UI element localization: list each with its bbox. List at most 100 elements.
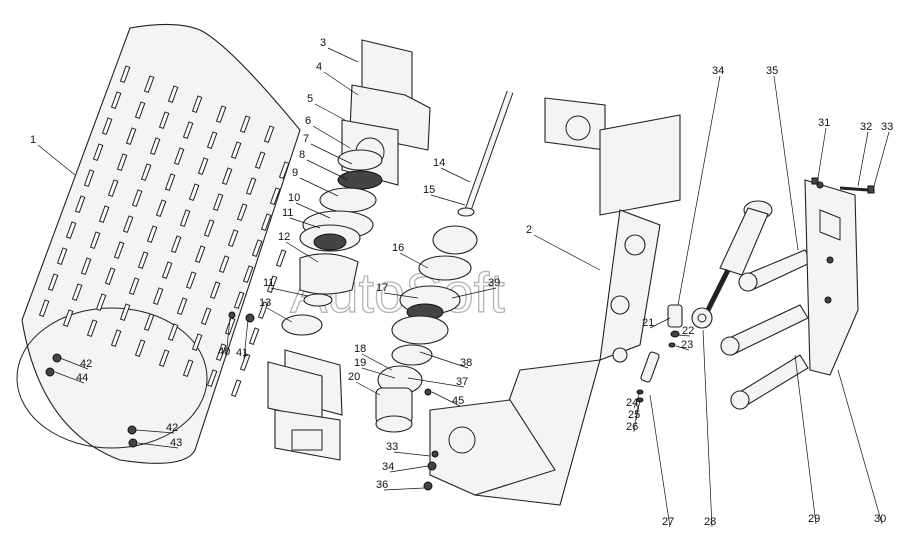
leader-line xyxy=(649,317,671,329)
drum-slot xyxy=(134,339,146,358)
drum-slot xyxy=(122,215,134,234)
drum-slot xyxy=(179,209,191,228)
drum-slot xyxy=(83,169,95,188)
drum-slot xyxy=(263,125,275,144)
leader-line xyxy=(323,71,359,96)
drum-slot xyxy=(62,309,74,328)
drum-slot xyxy=(230,141,242,160)
callout-44: 44 xyxy=(76,372,88,384)
drum-slot xyxy=(74,195,86,214)
leader-line xyxy=(59,357,89,370)
callout-28: 28 xyxy=(704,516,716,528)
drum-slot xyxy=(107,179,119,198)
leader-line xyxy=(857,131,869,187)
callout-9: 9 xyxy=(292,167,298,179)
leader-line xyxy=(225,317,231,358)
callout-30: 30 xyxy=(874,513,886,525)
drum-slot xyxy=(161,261,173,280)
leader-line xyxy=(295,202,331,219)
drum-slot xyxy=(254,151,266,170)
drum-slot xyxy=(215,343,227,362)
drum-slot xyxy=(71,283,83,302)
leader-line xyxy=(327,47,359,63)
callout-3: 3 xyxy=(320,37,326,49)
leader-line xyxy=(794,354,817,525)
drum-slot xyxy=(167,323,179,342)
drum-slot xyxy=(143,75,155,94)
leader-line xyxy=(635,399,641,421)
drum-slot xyxy=(200,307,212,326)
drum-slot xyxy=(269,187,281,206)
mounting-plate xyxy=(804,179,859,376)
hydraulic-motor xyxy=(375,365,423,433)
drum-slot xyxy=(125,127,137,146)
leader-line xyxy=(440,167,471,183)
drum-slot xyxy=(98,205,110,224)
drum-slot xyxy=(158,111,170,130)
drum-slot xyxy=(224,317,236,336)
drum-slot xyxy=(239,115,251,134)
callout-5: 5 xyxy=(307,93,313,105)
callout-31: 31 xyxy=(818,117,830,129)
leader-line xyxy=(289,217,321,229)
drum-slot xyxy=(266,275,278,294)
leader-line xyxy=(266,307,293,323)
callout-22: 22 xyxy=(682,325,694,337)
drum-slot xyxy=(92,143,104,162)
drum-slot xyxy=(278,161,290,180)
callout-35: 35 xyxy=(766,65,778,77)
leader-line xyxy=(383,487,425,491)
drum-slot xyxy=(209,281,221,300)
drum-slot xyxy=(206,369,218,388)
drum-slot xyxy=(80,257,92,276)
drum-slot xyxy=(236,203,248,222)
callout-21: 21 xyxy=(642,317,654,329)
leader-line xyxy=(312,125,351,149)
callout-1: 1 xyxy=(30,134,36,146)
drum-slot xyxy=(251,239,263,258)
drum-slot xyxy=(113,241,125,260)
bearing-stack xyxy=(281,149,383,336)
drum-slot xyxy=(146,225,158,244)
leader-line xyxy=(702,329,713,528)
leader-line xyxy=(361,353,393,371)
drum-slot xyxy=(110,329,122,348)
leader-line xyxy=(37,144,76,176)
callout-13: 13 xyxy=(259,297,271,309)
callout-23: 23 xyxy=(681,339,693,351)
callout-19: 19 xyxy=(354,357,366,369)
drum-slot xyxy=(158,349,170,368)
drum-slot xyxy=(119,303,131,322)
callout-20: 20 xyxy=(348,371,360,383)
leader-line xyxy=(270,287,309,297)
leader-line xyxy=(389,465,429,473)
callout-18: 18 xyxy=(354,343,366,355)
callout-11: 11 xyxy=(263,277,274,289)
leader-line xyxy=(817,127,827,179)
drum-slot xyxy=(230,379,242,398)
callout-17: 17 xyxy=(376,282,388,294)
drum-slot xyxy=(218,255,230,274)
small-parts xyxy=(636,304,713,403)
bolts-top-right xyxy=(811,177,875,194)
leader-line xyxy=(633,391,641,409)
drum-slot xyxy=(245,177,257,196)
leader-line xyxy=(837,369,883,525)
drum-slot xyxy=(143,313,155,332)
drum-slot xyxy=(197,157,209,176)
drum-slot xyxy=(275,249,287,268)
drum-slot xyxy=(242,265,254,284)
leader-line xyxy=(451,287,497,299)
drum-slot xyxy=(137,251,149,270)
callout-40: 40 xyxy=(218,346,230,358)
leader-line xyxy=(773,75,799,251)
drum-slot xyxy=(191,95,203,114)
drum-slot xyxy=(248,327,260,346)
callout-36: 36 xyxy=(376,479,388,491)
leader-line xyxy=(355,381,381,396)
frame-weldment xyxy=(429,97,681,506)
drum-slot xyxy=(164,173,176,192)
pivot-arms xyxy=(720,249,813,410)
